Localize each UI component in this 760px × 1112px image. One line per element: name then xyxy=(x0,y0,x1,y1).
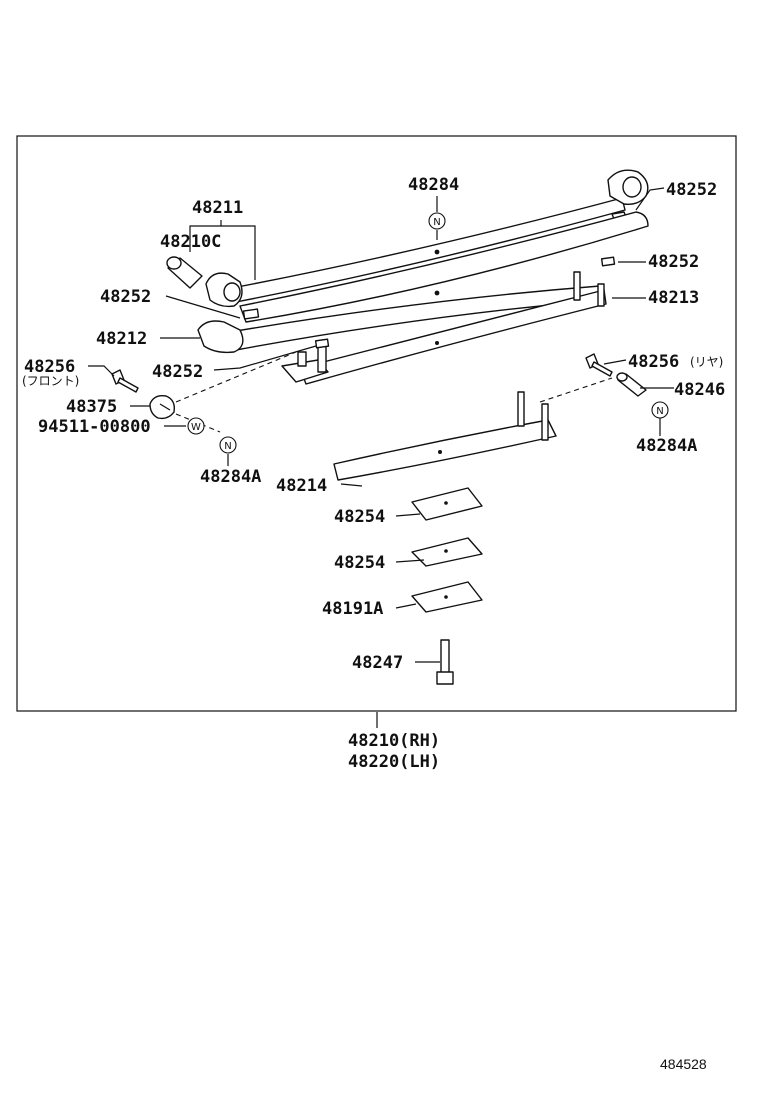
label-48246: 48246 xyxy=(674,380,725,400)
label-front-note: (フロント) xyxy=(22,374,79,388)
label-48252-c: 48252 xyxy=(100,287,151,307)
svg-text:N: N xyxy=(433,217,440,228)
marker-n-right: N xyxy=(651,401,669,419)
label-48252-a: 48252 xyxy=(666,180,717,200)
leaf-fifth xyxy=(333,391,557,481)
label-48254-b: 48254 xyxy=(334,553,385,573)
marker-w: W xyxy=(187,417,205,435)
diagram-frame xyxy=(16,135,737,712)
label-48284a-right: 48284A xyxy=(636,436,697,456)
label-assembly-lh: 48220(LH) xyxy=(348,752,440,772)
label-48191a: 48191A xyxy=(322,599,383,619)
diagram-id: 484528 xyxy=(660,1056,707,1072)
center-bolt xyxy=(436,639,454,685)
label-48211: 48211 xyxy=(192,198,243,218)
leaf-fourth xyxy=(281,256,616,385)
bolt-rear xyxy=(585,353,613,377)
bushing-48210c xyxy=(166,256,203,289)
label-48254-a: 48254 xyxy=(334,507,385,527)
label-48284a-left: 48284A xyxy=(200,467,261,487)
marker-n-left: N xyxy=(219,436,237,454)
label-48375: 48375 xyxy=(66,397,117,417)
label-94511-00800: 94511-00800 xyxy=(38,417,151,437)
leaf-second xyxy=(239,211,649,323)
marker-n-top: N xyxy=(428,212,446,230)
leaf-main xyxy=(205,169,649,308)
bolt-front xyxy=(111,369,139,393)
label-48252-d: 48252 xyxy=(152,362,203,382)
label-48210c: 48210C xyxy=(160,232,221,252)
plate-48254-b xyxy=(411,537,483,567)
label-48284-top: 48284 xyxy=(408,175,459,195)
label-48256-front: 48256 xyxy=(24,357,75,377)
svg-text:N: N xyxy=(224,441,231,452)
label-48252-b: 48252 xyxy=(648,252,699,272)
label-rear-note: (リヤ) xyxy=(690,355,723,369)
label-48212: 48212 xyxy=(96,329,147,349)
plate-48254-a xyxy=(411,487,483,521)
bushing-48375 xyxy=(149,394,176,420)
label-48256-rear: 48256 xyxy=(628,352,679,372)
svg-text:W: W xyxy=(191,422,201,433)
label-assembly-rh: 48210(RH) xyxy=(348,731,440,751)
label-48213: 48213 xyxy=(648,288,699,308)
leader-lines xyxy=(88,187,674,728)
label-48247: 48247 xyxy=(352,653,403,673)
plate-48191a xyxy=(411,581,483,613)
bushing-48246 xyxy=(616,372,647,397)
svg-text:N: N xyxy=(656,406,663,417)
label-48214: 48214 xyxy=(276,476,327,496)
